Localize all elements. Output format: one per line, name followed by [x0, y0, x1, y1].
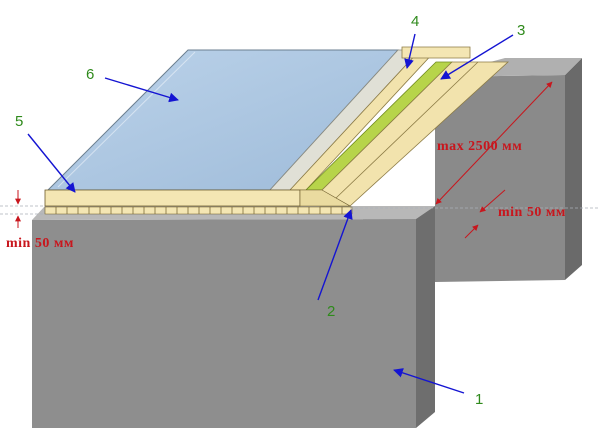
label-4: 4 — [411, 13, 419, 30]
dimension-max-span: max 2500 мм — [435, 81, 553, 205]
max-span-label: max 2500 мм — [437, 139, 522, 154]
label-1: 1 — [475, 391, 483, 408]
min-right-label: min 50 мм — [498, 205, 566, 220]
min-left-label: min 50 мм — [6, 236, 74, 251]
label-6: 6 — [86, 66, 94, 83]
label-2: 2 — [327, 303, 335, 320]
front-wall-face — [32, 219, 416, 428]
glass-highlight — [57, 51, 196, 188]
callout-3: 3 — [440, 22, 525, 80]
label-5: 5 — [15, 113, 23, 130]
timber-batten — [44, 206, 353, 215]
back-wall-side — [565, 58, 582, 280]
dimension-min-right: min 50 мм — [350, 189, 600, 239]
callout-2: 2 — [317, 209, 353, 320]
front-wall — [32, 206, 435, 428]
front-wall-side — [416, 206, 435, 428]
dimension-min-left: min 50 мм — [0, 190, 74, 251]
support-rail-end — [401, 46, 471, 59]
callout-5: 5 — [15, 113, 76, 193]
callout-4: 4 — [404, 13, 419, 69]
front-edge-timber — [44, 189, 301, 207]
callout-6: 6 — [86, 66, 179, 103]
callout-1: 1 — [393, 368, 483, 408]
label-3: 3 — [517, 22, 525, 39]
